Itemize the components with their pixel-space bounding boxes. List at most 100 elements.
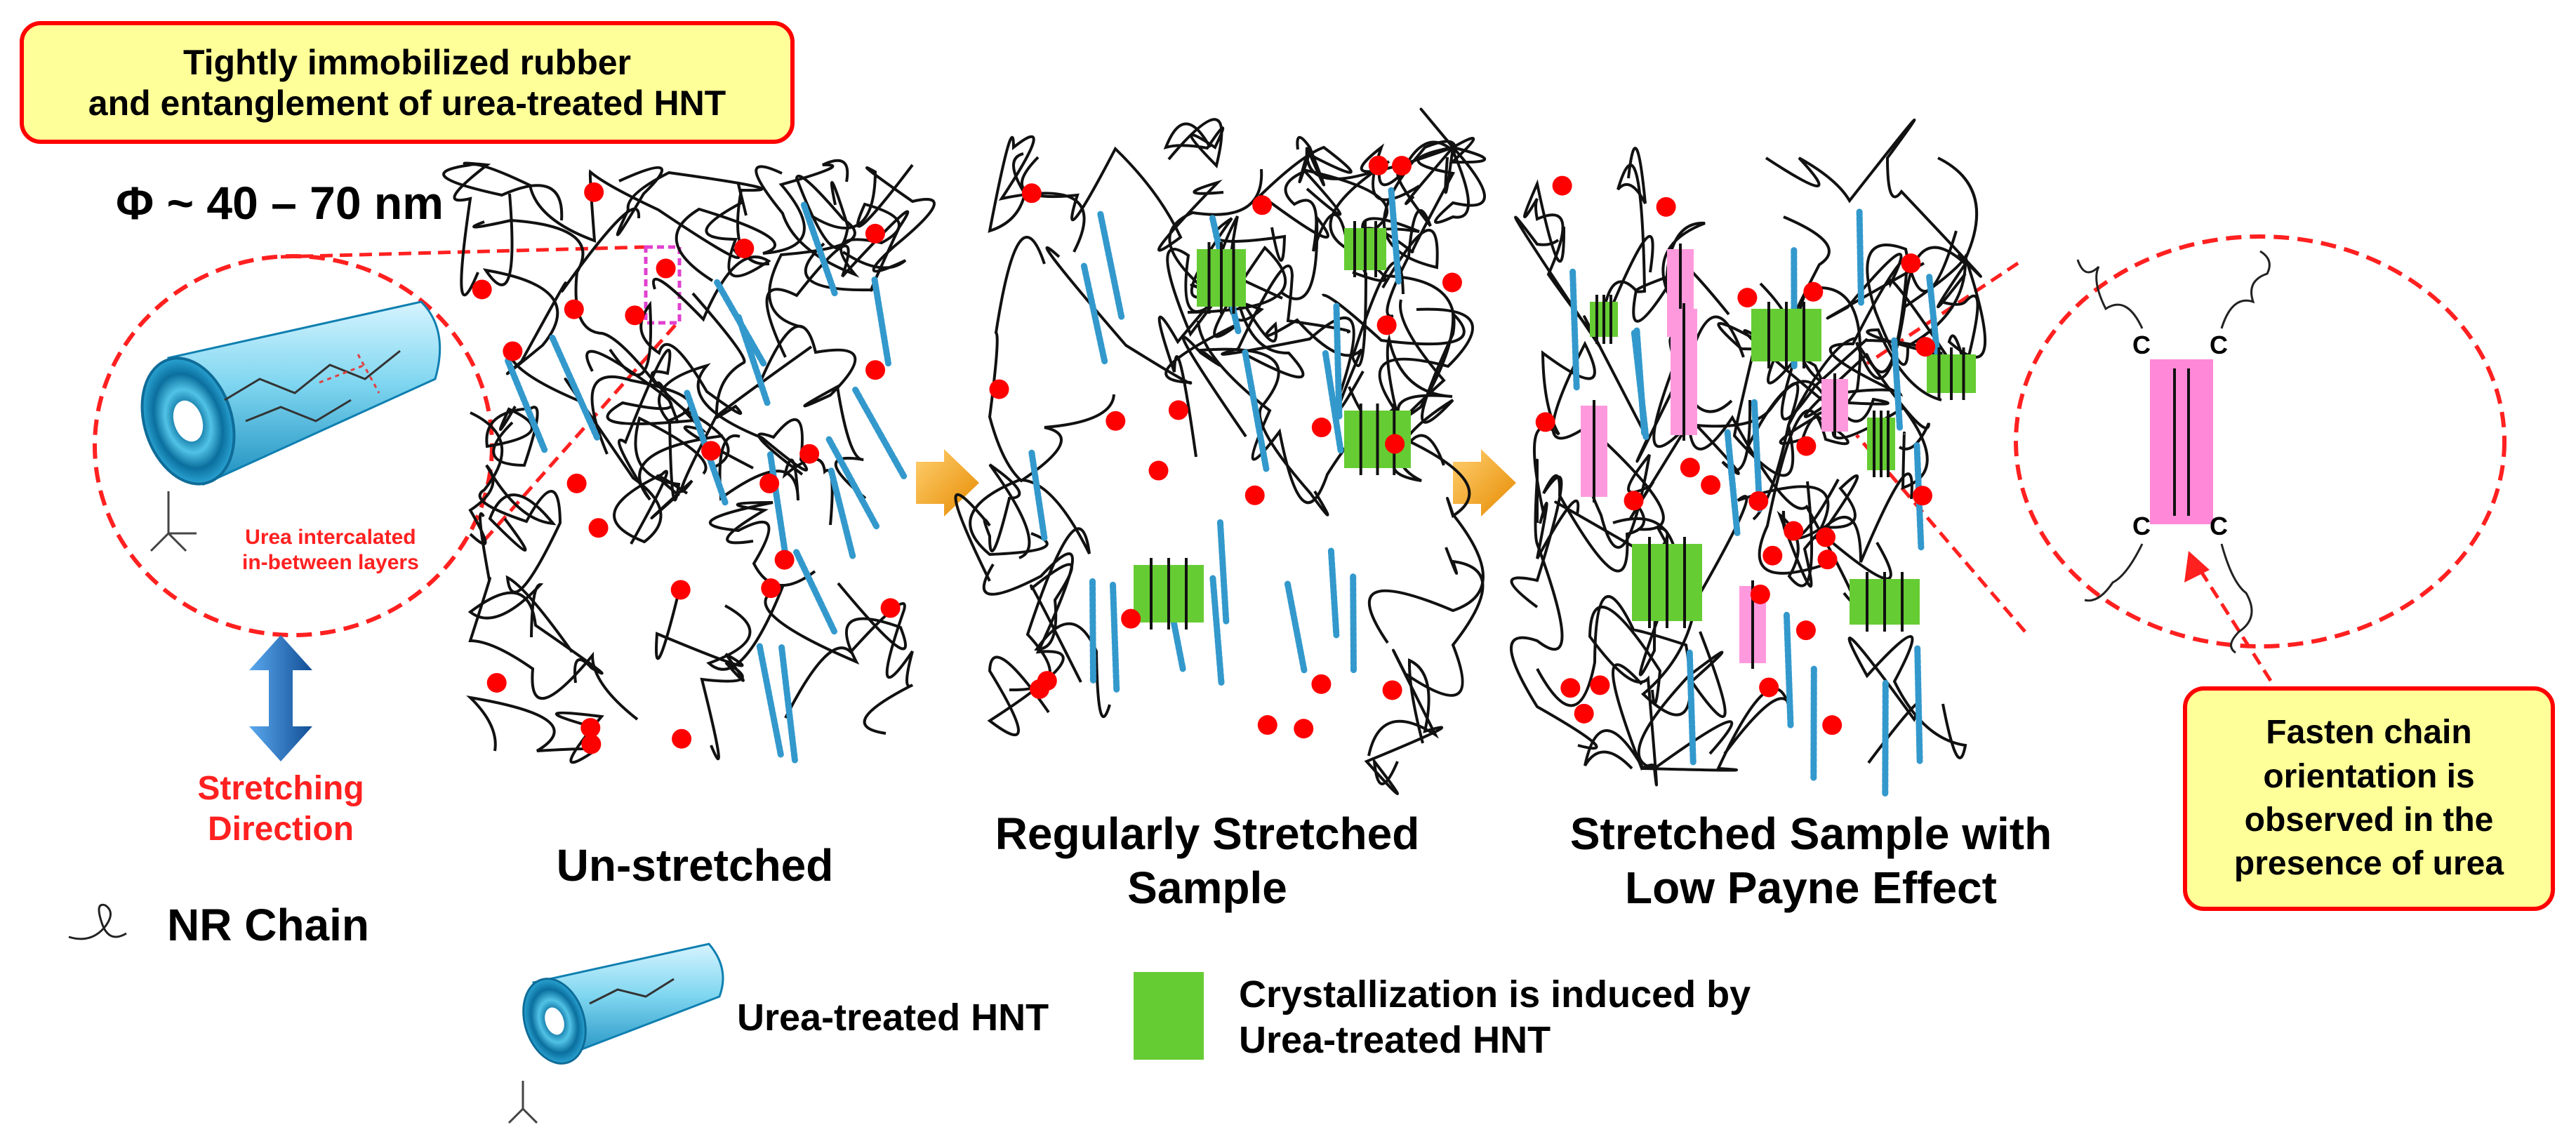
stretching-line-1: Stretching <box>197 770 364 807</box>
hnt-rod <box>1633 327 1647 437</box>
crosslink-point <box>1590 675 1610 695</box>
crosslink-point <box>734 239 755 259</box>
rubber-chain <box>768 174 856 328</box>
hnt-rod <box>505 357 548 453</box>
crosslink-point <box>1901 253 1921 274</box>
crosslink-point <box>1680 458 1700 478</box>
crosslink-point <box>701 441 722 461</box>
orientation-callout: Fasten chain orientation is observed in … <box>2183 686 2555 911</box>
rubber-chain <box>1510 474 1645 608</box>
crosslink-point <box>1244 485 1265 505</box>
hnt-rod <box>1242 349 1270 472</box>
crosslink-point <box>1748 491 1769 511</box>
crosslink-point <box>1795 620 1816 641</box>
carbon-atom-label-tl: C <box>2132 331 2151 359</box>
stretching-line-2: Direction <box>207 810 354 848</box>
hnt-rod <box>1110 581 1120 694</box>
crosslink-point <box>1168 400 1188 420</box>
rubber-chain <box>1523 179 1595 333</box>
crosslink-point <box>1916 337 1936 357</box>
rubber-chain <box>1901 253 1987 371</box>
hnt-rod <box>778 644 798 764</box>
crystal-line-2: Urea-treated HNT <box>1239 1018 1551 1061</box>
rubber-chain <box>1045 245 1287 385</box>
crosslink-point <box>1376 315 1397 335</box>
crosslink-point <box>1796 436 1817 456</box>
hnt-rod <box>1327 547 1340 639</box>
rubber-chain <box>1296 135 1456 187</box>
crosslink-point <box>759 473 780 493</box>
crosslink-point <box>584 182 604 202</box>
process-arrow-1 <box>916 449 979 517</box>
hnt-rod <box>1080 262 1108 365</box>
hnt-rod <box>1350 573 1357 675</box>
carbon-atom-label-tr: C <box>2210 331 2228 359</box>
rubber-chain <box>1777 472 1913 588</box>
urea-intercalation-note: Urea intercalated in-between layers <box>242 525 419 575</box>
crosslink-point <box>1803 281 1824 302</box>
carbon-atom-label-br: C <box>2210 512 2228 540</box>
crystallization-legend-swatch <box>1134 972 1204 1060</box>
rubber-chain <box>1020 146 1224 252</box>
callout-line-2: and entanglement of urea-treated HNT <box>88 83 726 123</box>
rubber-chain <box>1536 499 1694 587</box>
hnt-rod <box>1914 645 1923 764</box>
rubber-chain <box>467 583 604 684</box>
hnt-rod <box>1891 337 1904 431</box>
crosslink-point <box>1656 197 1676 217</box>
crosslink-point <box>1912 486 1932 506</box>
regular-line-1: Regularly Stretched <box>995 808 1420 859</box>
crosslink-point <box>1442 272 1462 293</box>
hnt-rod <box>756 643 784 759</box>
crosslink-point <box>1311 418 1332 438</box>
hnt-rod <box>1333 302 1343 421</box>
hnt-rod <box>1724 429 1741 536</box>
immobilization-callout: Tightly immobilized rubber and entanglem… <box>20 21 795 144</box>
hnt-rod <box>1751 399 1763 512</box>
crystal-line-1: Crystallization is induced by <box>1239 973 1751 1016</box>
callout-line-1: Tightly immobilized rubber <box>182 42 631 82</box>
hnt-rod <box>852 386 908 480</box>
crosslink-point <box>670 580 691 600</box>
rubber-chain <box>765 210 910 358</box>
crosslink-point <box>1822 715 1843 735</box>
nr-chain-legend-label: NR Chain <box>167 900 369 950</box>
rubber-chain <box>1181 335 1329 517</box>
crosslink-point <box>472 279 492 300</box>
rubber-chain <box>1329 145 1456 257</box>
crosslink-point <box>486 672 507 693</box>
hnt-rod <box>1322 349 1344 454</box>
crosslink-point <box>989 379 1009 399</box>
crosslink-point <box>1560 678 1581 698</box>
crosslink-point <box>880 598 901 618</box>
rubber-chain <box>1847 635 1967 764</box>
rubber-chain <box>1168 168 1287 299</box>
crosslink-point <box>1535 412 1555 432</box>
rubber-chain <box>1765 119 1982 278</box>
orientation-line-3: observed in the <box>2244 801 2494 839</box>
crosslink-point <box>1392 156 1412 176</box>
nr-chain-legend-icon <box>68 903 127 940</box>
hnt-rod <box>735 314 771 406</box>
crosslink-point <box>1817 550 1838 570</box>
crosslink-point <box>1759 677 1779 698</box>
rubber-chain <box>1612 631 1727 771</box>
crosslink-point <box>761 578 781 599</box>
crosslink-point <box>1784 521 1804 541</box>
rubber-chain <box>1855 246 1967 451</box>
hnt-rod <box>1388 187 1402 285</box>
hnt-rod <box>828 467 856 561</box>
stretching-direction-label: Stretching Direction <box>158 768 404 849</box>
crosslink-point <box>581 734 602 754</box>
rubber-chain <box>954 463 1031 582</box>
orientation-line-1: Fasten chain <box>2266 714 2472 752</box>
crosslink-point <box>1385 434 1405 454</box>
crosslink-point <box>865 223 885 244</box>
hnt-rod <box>1216 519 1230 626</box>
network-panel-2 <box>954 107 1487 795</box>
rubber-chain <box>485 405 539 467</box>
rubber-chain <box>1364 658 1444 795</box>
rubber-chain <box>468 464 557 552</box>
hnt-rod <box>1089 578 1096 685</box>
crosslink-point <box>1294 719 1314 739</box>
